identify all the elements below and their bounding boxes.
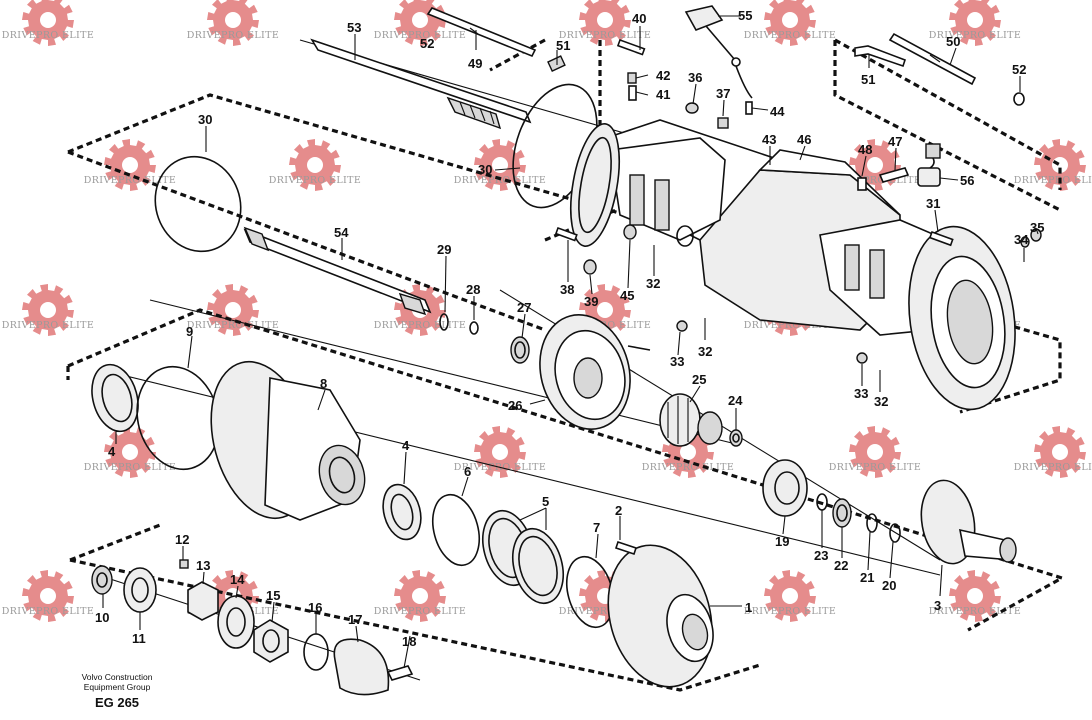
ring-29 — [439, 313, 449, 331]
watermark-gear-icon: DRIVEPRO ELITE — [2, 0, 95, 46]
watermark-gear-icon: DRIVEPRO ELITE — [454, 139, 547, 191]
watermark-text: DRIVEPRO ELITE — [2, 606, 95, 617]
watermark-gear-icon: DRIVEPRO ELITE — [929, 0, 1022, 46]
watermark-layer: DRIVEPRO ELITE DRIVEPRO ELITE DRIVEPRO ELI… — [2, 0, 1092, 622]
axle-housing-43 — [570, 119, 1016, 411]
small-hardware-upper — [547, 38, 1042, 364]
watermark-gear-icon: DRIVEPRO ELITE — [374, 570, 467, 622]
planet-carrier-3 — [920, 479, 1017, 565]
sensor-56 — [917, 143, 941, 187]
rod-49 — [426, 7, 537, 58]
watermark-gear-icon: DRIVEPRO ELITE — [929, 570, 1022, 622]
bolt-47 — [878, 167, 910, 183]
pin-12 — [179, 559, 189, 569]
sun-gear-25 — [659, 393, 723, 447]
watermark-gear-icon: DRIVEPRO ELITE — [744, 570, 837, 622]
bearing-22 — [832, 498, 852, 528]
watermark-text: DRIVEPRO ELITE — [454, 175, 547, 186]
assembly-outline-lower — [66, 308, 1067, 692]
caption-line-2: Equipment Group — [83, 682, 151, 692]
ring-21 — [866, 513, 878, 533]
watermark-gear-icon: DRIVEPRO ELITE — [829, 426, 922, 478]
watermark-text: DRIVEPRO ELITE — [2, 320, 95, 331]
watermark-gear-icon: DRIVEPRO ELITE — [1014, 426, 1092, 478]
hub-cap-17 — [333, 638, 390, 696]
watermark-text: DRIVEPRO ELITE — [642, 462, 735, 473]
watermark-text: DRIVEPRO ELITE — [84, 175, 177, 186]
bolt-51-right — [854, 45, 907, 68]
washer-10 — [91, 565, 113, 595]
watermark-text: DRIVEPRO ELITE — [187, 30, 280, 41]
watermark-text: DRIVEPRO ELITE — [374, 30, 467, 41]
watermark-text: DRIVEPRO ELITE — [374, 606, 467, 617]
wheel-hub-1 — [607, 544, 714, 688]
breather-assembly-55 — [684, 5, 753, 99]
nut-15 — [253, 619, 289, 663]
watermark-text: DRIVEPRO ELITE — [269, 175, 362, 186]
ring-28 — [469, 321, 479, 335]
planet-gear-19 — [762, 459, 808, 517]
watermark-gear-icon: DRIVEPRO ELITE — [84, 139, 177, 191]
watermark-gear-icon: DRIVEPRO ELITE — [187, 0, 280, 46]
watermark-gear-icon: DRIVEPRO ELITE — [2, 284, 95, 336]
watermark-gear-icon: DRIVEPRO ELITE — [559, 0, 652, 46]
bearing-4-right — [382, 483, 422, 541]
drive-shaft-54 — [243, 226, 432, 316]
watermark-text: DRIVEPRO ELITE — [187, 320, 280, 331]
watermark-gear-icon: DRIVEPRO ELITE — [454, 426, 546, 478]
watermark-text: DRIVEPRO ELITE — [744, 30, 837, 41]
o-ring-52-right — [1013, 92, 1025, 106]
snap-ring-30-left — [154, 155, 242, 253]
seal-set-5 — [482, 509, 564, 605]
watermark-text: DRIVEPRO ELITE — [559, 30, 652, 41]
watermark-text: DRIVEPRO ELITE — [829, 175, 922, 186]
brake-housing-8 — [210, 360, 366, 521]
watermark-gear-icon: DRIVEPRO ELITE — [84, 426, 177, 478]
caption-line-1: Volvo Construction — [81, 672, 153, 682]
watermark-text: DRIVEPRO ELITE — [829, 462, 922, 473]
watermark-text: DRIVEPRO ELITE — [744, 606, 837, 617]
watermark-text: DRIVEPRO ELITE — [929, 606, 1022, 617]
watermark-text: DRIVEPRO ELITE — [1014, 462, 1092, 473]
ring-20 — [889, 523, 901, 543]
watermark-gear-icon: DRIVEPRO ELITE — [269, 139, 362, 191]
rod-50 — [888, 32, 977, 86]
watermark-text: DRIVEPRO ELITE — [1014, 175, 1092, 186]
o-ring-6 — [431, 493, 481, 567]
brake-disc-26 — [539, 314, 651, 430]
watermark-text: DRIVEPRO ELITE — [929, 30, 1022, 41]
ring-11 — [123, 567, 157, 613]
bolt-18 — [386, 665, 414, 681]
seal-27 — [510, 336, 530, 364]
seal-ring-4-left — [91, 363, 139, 433]
watermark-text: DRIVEPRO ELITE — [84, 462, 177, 473]
washer-24 — [729, 429, 743, 447]
watermark-gear-icon: DRIVEPRO ELITE — [2, 570, 95, 622]
watermark-text: DRIVEPRO ELITE — [2, 30, 95, 41]
lock-plate-14 — [217, 595, 255, 649]
drive-shaft-53 — [310, 38, 532, 130]
caption-code: EG 265 — [94, 695, 140, 710]
o-ring-16 — [303, 633, 329, 671]
caption: Volvo Construction Equipment Group EG 26… — [72, 672, 162, 710]
watermark-gear-icon: DRIVEPRO ELITE — [1014, 139, 1092, 191]
nut-13 — [187, 581, 219, 621]
bolt-2 — [614, 540, 638, 556]
watermark-gear-icon: DRIVEPRO ELITE — [744, 0, 837, 46]
watermark-text: DRIVEPRO ELITE — [744, 320, 837, 331]
watermark-text: DRIVEPRO ELITE — [559, 606, 652, 617]
watermark-text: DRIVEPRO ELITE — [374, 320, 467, 331]
